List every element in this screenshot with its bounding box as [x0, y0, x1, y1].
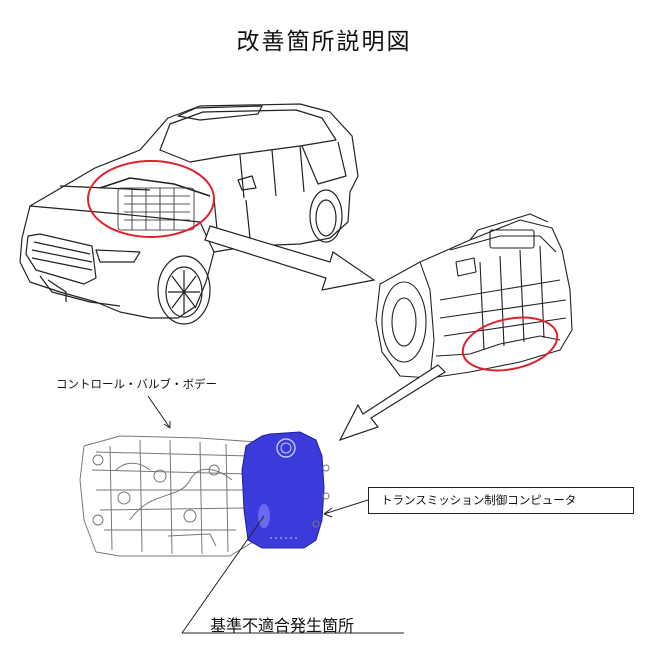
page-title: 改善箇所説明図	[236, 29, 412, 55]
pointer-defect-location	[181, 515, 265, 634]
defect-location-label: 基準不適合発生箇所	[210, 616, 355, 635]
car-illustration	[19, 103, 359, 325]
arrow-car-to-transmission	[204, 225, 376, 291]
transmission-illustration	[375, 213, 573, 379]
arrow-transmission-to-valve-body	[338, 364, 446, 442]
car-highlight-circle	[87, 160, 215, 238]
pointer-tcm	[323, 499, 369, 515]
control-valve-body-label: コントロール・バルブ・ボデー	[56, 377, 217, 391]
tcm-label: トランスミッション制御コンピュータ	[368, 487, 634, 514]
pointer-control-valve-body	[147, 395, 171, 429]
valve-body-illustration	[79, 435, 263, 557]
transmission-highlight-circle	[461, 316, 559, 372]
